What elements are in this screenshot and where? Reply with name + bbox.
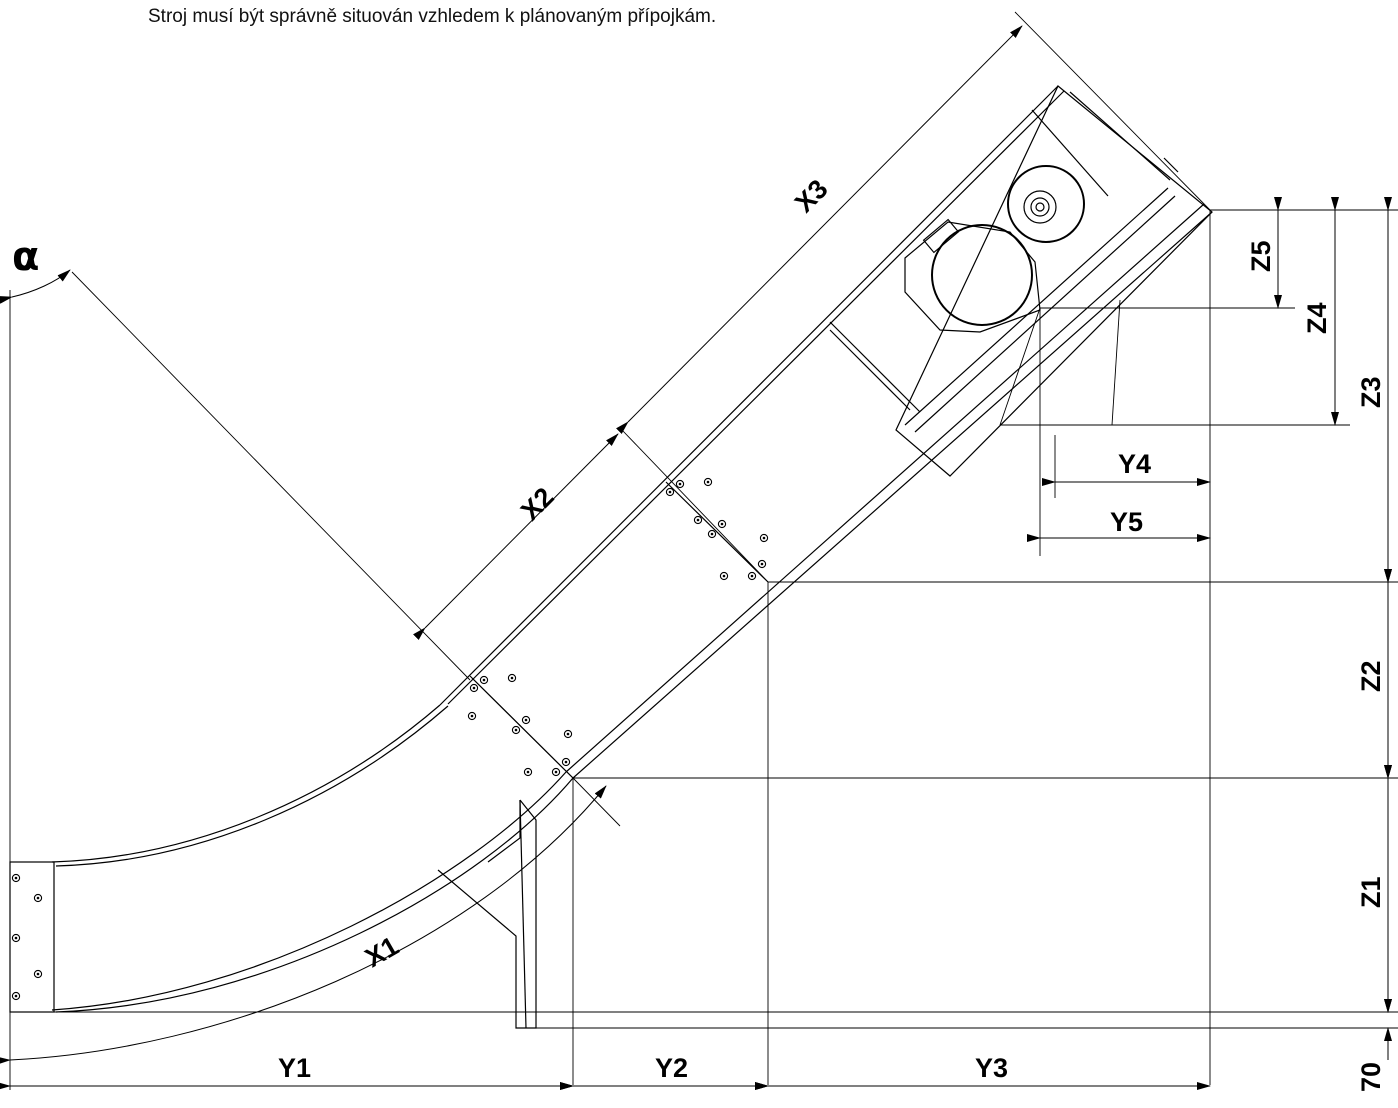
bolt-center xyxy=(526,770,530,774)
label-z1: Z1 xyxy=(1356,876,1386,908)
label-z4: Z4 xyxy=(1302,302,1332,334)
bolt-center xyxy=(36,972,40,976)
dimension-lines xyxy=(0,25,1392,1090)
bolt-center xyxy=(554,770,558,774)
bolt-center xyxy=(762,536,766,540)
bolt-center xyxy=(472,686,476,690)
label-y2: Y2 xyxy=(655,1053,688,1083)
bolt-center xyxy=(36,896,40,900)
conveyor-body xyxy=(9,85,1213,1029)
label-offset: 70 xyxy=(1356,1062,1386,1092)
bolt-center xyxy=(760,562,764,566)
label-alpha: α xyxy=(12,234,39,280)
bolt-center xyxy=(14,994,18,998)
bolts xyxy=(11,477,769,1001)
bolt-center xyxy=(720,522,724,526)
label-x2: X2 xyxy=(515,482,560,527)
bolt-center xyxy=(14,876,18,880)
label-x3: X3 xyxy=(789,174,834,219)
dimension-labels: α X1 X2 X3 Y1 Y2 Y3 Y4 Y5 Z1 Z2 Z3 Z4 Z5… xyxy=(12,174,1386,1092)
bolt-center xyxy=(14,936,18,940)
label-y3: Y3 xyxy=(975,1053,1008,1083)
bolt-center xyxy=(564,760,568,764)
extension-lines xyxy=(9,11,1398,1090)
label-z3: Z3 xyxy=(1356,376,1386,408)
bolt-center xyxy=(470,714,474,718)
label-z5: Z5 xyxy=(1246,240,1276,272)
bolt-center xyxy=(566,732,570,736)
bolt-center xyxy=(510,676,514,680)
bolt-center xyxy=(710,532,714,536)
label-y1: Y1 xyxy=(278,1053,311,1083)
label-y5: Y5 xyxy=(1110,507,1143,537)
caption-text: Stroj musí být správně situován vzhledem… xyxy=(148,6,717,27)
bolt-center xyxy=(696,518,700,522)
bolt-center xyxy=(706,480,710,484)
bolt-center xyxy=(668,490,672,494)
bolt-center xyxy=(482,678,486,682)
label-y4: Y4 xyxy=(1118,449,1151,479)
bolt-center xyxy=(524,718,528,722)
bolt-center xyxy=(722,574,726,578)
label-z2: Z2 xyxy=(1356,660,1386,692)
bolt-center xyxy=(514,728,518,732)
bolt-center xyxy=(678,482,682,486)
bolt-center xyxy=(750,574,754,578)
